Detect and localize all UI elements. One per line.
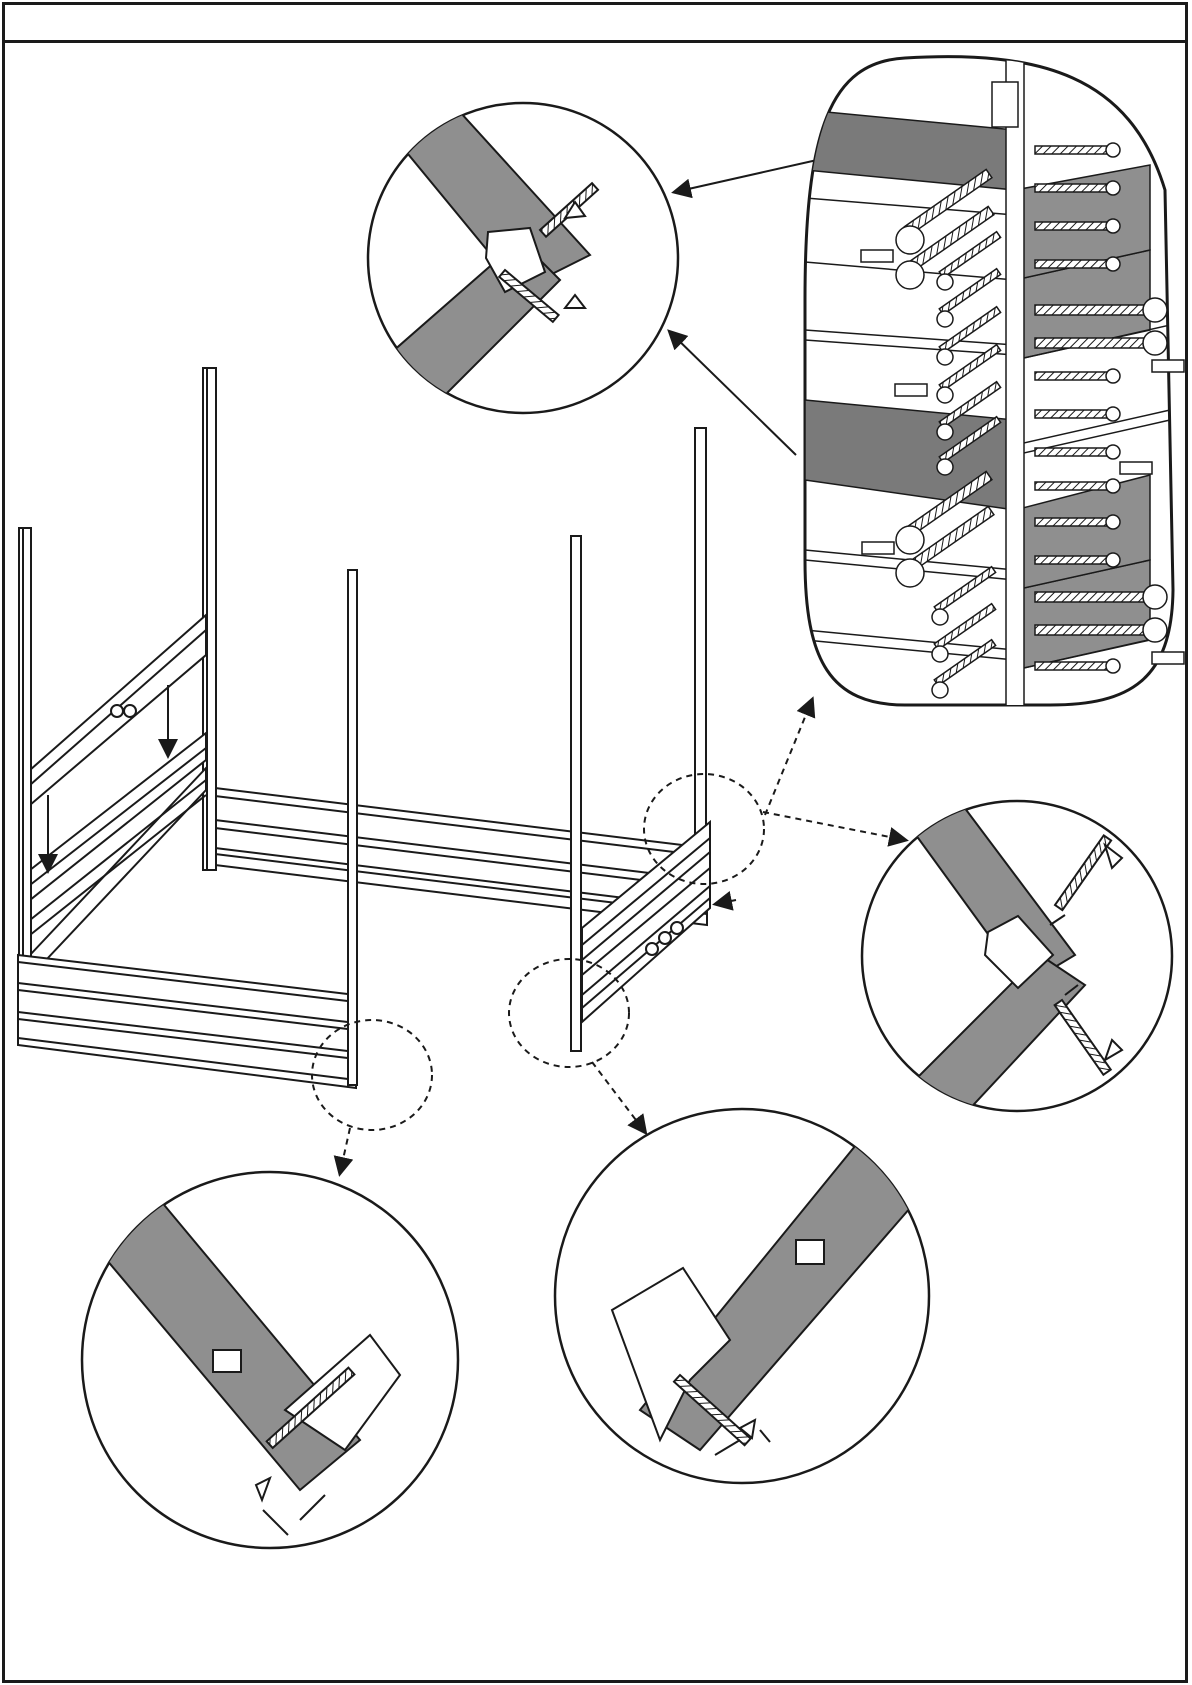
label-box	[1152, 360, 1184, 372]
detail-corner-top	[360, 90, 826, 455]
detail-screws-column	[805, 57, 1184, 710]
detail-corner-right	[862, 795, 1172, 1130]
detail-bottom-center	[555, 1109, 930, 1483]
part-number-box	[796, 1240, 824, 1264]
label-box	[862, 542, 894, 554]
left-side-wall	[30, 615, 206, 977]
post-front-center	[348, 570, 357, 1085]
label-box	[895, 384, 927, 396]
part-number-box	[213, 1350, 241, 1372]
main-assembly	[18, 368, 736, 1088]
label-box	[1120, 462, 1152, 474]
label-box	[861, 250, 893, 262]
label-box	[1152, 652, 1184, 664]
front-wall-panel	[18, 955, 356, 1088]
detail-bottom-left	[82, 1172, 458, 1548]
post-right-front	[571, 536, 581, 1051]
